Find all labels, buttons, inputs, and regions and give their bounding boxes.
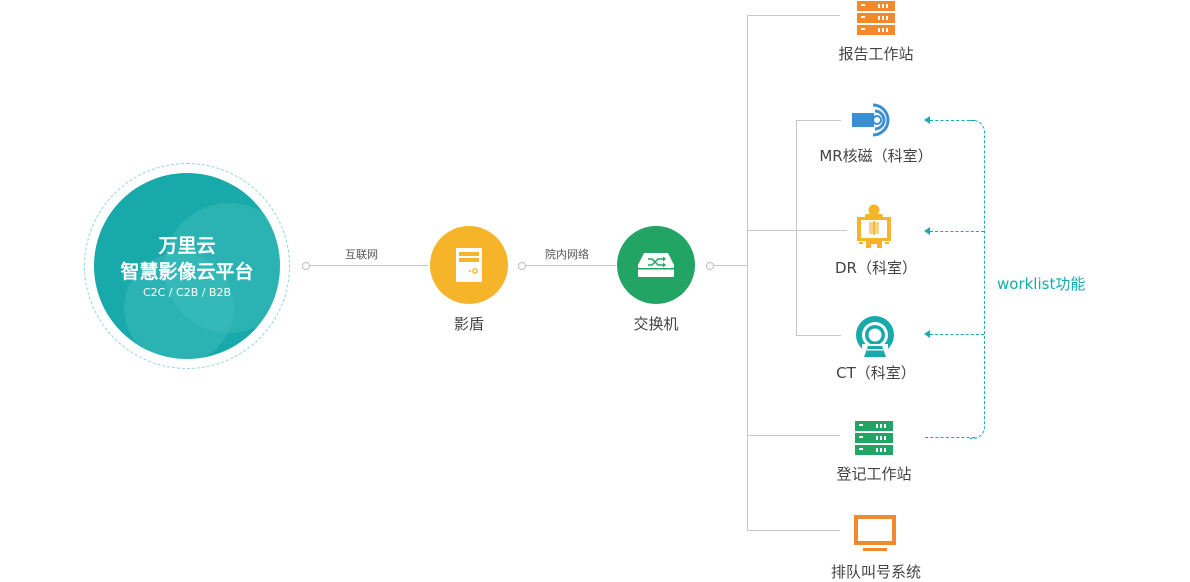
platform-subtitle: C2C / C2B / B2B [142, 286, 232, 299]
endpoint-label: CT（科室） [836, 364, 916, 382]
worklist-label: worklist功能 [997, 275, 1086, 293]
endpoint-label: 登记工作站 [836, 465, 912, 483]
branch-line [747, 15, 840, 16]
branch-line [796, 335, 841, 336]
endpoint-label: 排队叫号系统 [830, 563, 921, 581]
endpoint-label: MR核磁（科室） [819, 147, 933, 165]
intranet-label: 院内网络 [545, 248, 589, 261]
worklist-dash [925, 437, 975, 438]
platform-node: 万里云 智慧影像云平台 C2C / C2B / B2B [94, 173, 280, 359]
branch-line [747, 435, 840, 436]
endpoint-label: DR（科室） [835, 259, 917, 277]
cloud-decoration [124, 253, 234, 359]
worklist-dash [930, 334, 984, 335]
platform-title: 智慧影像云平台 [120, 261, 254, 283]
server-tower-icon [456, 248, 482, 282]
worklist-dash [930, 231, 984, 232]
shield-node [430, 226, 508, 304]
internet-label: 互联网 [345, 248, 378, 261]
worklist-dash [930, 120, 975, 121]
arrow-left-icon [924, 116, 930, 124]
mr-scanner-icon [851, 102, 897, 142]
switch-node [617, 226, 695, 304]
platform-dashed-ring [84, 163, 290, 369]
branch-line [747, 530, 840, 531]
report-workstation-icon [857, 1, 895, 39]
switch-to-tree-line [714, 265, 747, 266]
connector-dot [302, 262, 310, 270]
arrow-left-icon [924, 227, 930, 235]
intranet-line [526, 265, 616, 266]
platform-brand: 万里云 [158, 235, 216, 257]
switch-label: 交换机 [633, 315, 679, 333]
tree-sub-trunk [796, 120, 797, 335]
branch-line [796, 120, 841, 121]
branch-line [747, 230, 847, 231]
shield-label: 影盾 [453, 315, 484, 333]
connector-dot [518, 262, 526, 270]
dr-xray-icon [855, 204, 893, 252]
queue-monitor-icon [853, 514, 897, 556]
arrow-left-icon [924, 330, 930, 338]
internet-line [310, 265, 428, 266]
endpoint-label: 报告工作站 [838, 45, 914, 63]
connector-dot [706, 262, 714, 270]
registration-workstation-icon [855, 421, 893, 459]
worklist-bracket [970, 120, 985, 439]
ct-scanner-icon [853, 315, 897, 363]
tree-main-trunk [747, 15, 748, 531]
network-switch-icon [638, 253, 674, 277]
